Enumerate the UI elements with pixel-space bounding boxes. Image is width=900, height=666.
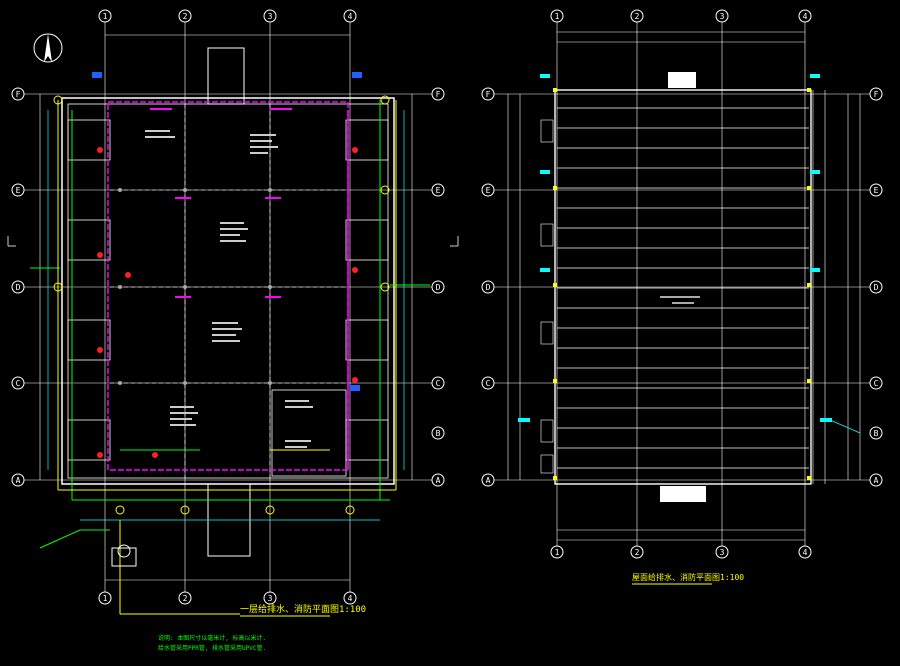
grid-letter-F-right: F [436, 90, 441, 99]
r-grid-letter-F: F [486, 90, 491, 99]
grid-letter-C-right: C [436, 379, 441, 388]
grid-letter-D-right: D [436, 283, 441, 292]
grid-letter-B-right: B [436, 429, 441, 438]
r-grid-letter-C-right: C [874, 379, 879, 388]
grid-bubbles-top [98, 9, 357, 23]
r-grid-num-1: 1 [555, 12, 560, 21]
r-grid-num-4: 4 [803, 12, 808, 21]
grid-num-4: 4 [348, 12, 353, 21]
r-grid-num-1-bottom: 1 [555, 548, 560, 557]
r-grid-letter-E: E [486, 186, 491, 195]
grid-num-1-bottom: 1 [103, 594, 108, 603]
grid-num-1: 1 [103, 12, 108, 21]
r-grid-num-3: 3 [720, 12, 725, 21]
r-grid-letter-D: D [486, 283, 491, 292]
r-grid-letter-B-right: B [874, 429, 879, 438]
r-grid-num-3-bottom: 3 [720, 548, 725, 557]
plan-left: 1 2 3 4 1 2 3 4 F E D C A F E D C [11, 9, 445, 652]
r-grid-letter-D-right: D [874, 283, 879, 292]
grid-letter-E: E [16, 186, 21, 195]
plan-left-note-2: 给水管采用PPR管, 排水管采用UPVC管. [158, 644, 266, 652]
r-grid-num-4-bottom: 4 [803, 548, 808, 557]
grid-num-3-bottom: 3 [268, 594, 273, 603]
r-grid-letter-A-right: A [874, 476, 879, 485]
r-grid-num-2: 2 [635, 12, 640, 21]
plan-right: 1 2 3 4 1 2 3 4 F E D C A F E D C B A [481, 9, 883, 585]
r-grid-letter-E-right: E [874, 186, 879, 195]
grid-num-4-bottom: 4 [348, 594, 353, 603]
r-grid-letter-A: A [486, 476, 491, 485]
grid-letter-A-right: A [436, 476, 441, 485]
grid-letter-F: F [16, 90, 21, 99]
grid-letter-E-right: E [436, 186, 441, 195]
r-grid-num-2-bottom: 2 [635, 548, 640, 557]
grid-letter-D: D [16, 283, 21, 292]
grid-num-2: 2 [183, 12, 188, 21]
r-grid-letter-F-right: F [874, 90, 879, 99]
r-grid-letter-C: C [486, 379, 491, 388]
grid-letter-C: C [16, 379, 21, 388]
fixture-markers [53, 95, 390, 515]
plan-left-title: 一层给排水、消防平面图1:100 [240, 603, 366, 615]
roof-purlins [557, 107, 809, 469]
grid-num-3: 3 [268, 12, 273, 21]
north-arrow-icon [33, 33, 63, 63]
plan-left-note-1: 说明: 本图尺寸以毫米计, 标高以米计. [158, 634, 266, 642]
grid-letter-A: A [16, 476, 21, 485]
grid-num-2-bottom: 2 [183, 594, 188, 603]
plan-right-title: 屋面给排水、消防平面图1:100 [632, 572, 744, 582]
